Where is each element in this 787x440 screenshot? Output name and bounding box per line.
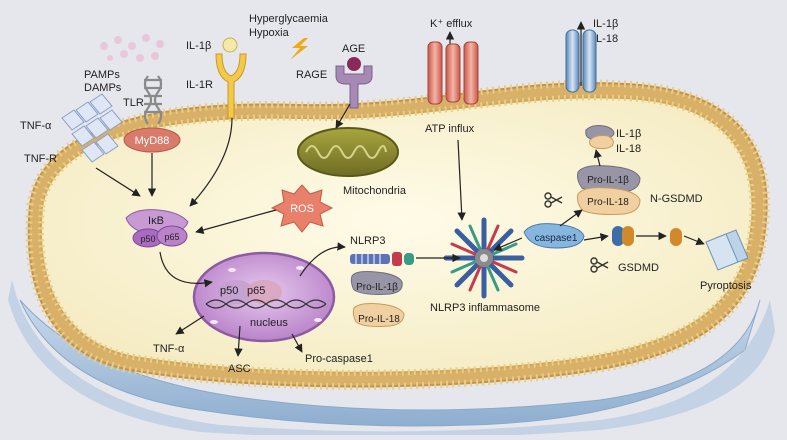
caspase1-protein <box>523 223 585 249</box>
pro-il1b-mid-label: Pro-IL-1β <box>356 282 398 293</box>
il1b-top-label: IL-1β <box>186 40 211 52</box>
dna-helix <box>205 299 327 309</box>
ikb-nfkb-complex <box>125 209 189 248</box>
pamps-particles <box>100 34 164 62</box>
pathway-arrows <box>95 103 705 357</box>
scissors-icon <box>590 257 609 273</box>
age-ligand <box>347 57 361 71</box>
ros-label: ROS <box>290 203 314 215</box>
n-gsdmd-protein <box>670 228 682 246</box>
mitochondria-organelle <box>297 127 399 177</box>
tnfr-receptor-icon <box>61 93 123 163</box>
mitochondria-label: Mitochondria <box>343 185 407 197</box>
il18-in-label: IL-18 <box>616 143 641 155</box>
p50-label: p50 <box>220 285 238 297</box>
il1b-out-label: IL-1β <box>593 18 618 30</box>
gsdmd-protein <box>612 226 634 246</box>
tlr-receptor-icon <box>143 75 163 125</box>
il1b-ligand <box>222 37 238 53</box>
p65-label: p65 <box>247 285 265 297</box>
rage-label: RAGE <box>296 69 327 81</box>
pro-il1b-mid-shape <box>350 271 403 295</box>
p50-small-label: p50 <box>140 234 155 244</box>
gsdmd-pore-channel-icon <box>565 29 597 93</box>
ikb-label: IκB <box>148 215 164 227</box>
tnfa-out-label: TNF-α <box>153 343 185 355</box>
k-channel-icon <box>427 41 479 105</box>
damps-label: DAMPs <box>84 82 122 94</box>
myd88-label: MyD88 <box>135 135 170 147</box>
nlrp3-inflammasome-complex <box>443 217 525 299</box>
caspase1-label: caspase1 <box>535 233 578 244</box>
ros-burst <box>270 184 334 233</box>
tissue-layer <box>19 299 761 427</box>
nlrp3-protein <box>350 252 414 266</box>
pamps-label: PAMPs <box>84 69 120 81</box>
n-gsdmd-label: N-GSDMD <box>650 193 703 205</box>
pro-il1b-right-label: Pro-IL-1β <box>587 175 629 186</box>
pro-il18-right-label: Pro-IL-18 <box>587 197 629 208</box>
myd88-protein <box>123 127 181 153</box>
age-label: AGE <box>342 43 365 55</box>
tnfr-label: TNF-R <box>24 153 57 165</box>
il1r-label: IL-1R <box>186 79 213 91</box>
rage-receptor-icon <box>335 65 373 109</box>
pro-il18-right-shape <box>577 187 641 215</box>
il18-out-label: IL-18 <box>593 33 618 45</box>
p65-small-label: p65 <box>164 232 179 242</box>
gsdmd-label: GSDMD <box>618 262 659 274</box>
pro-il1b-right-shape <box>577 165 641 193</box>
nlrp3-inflammasome-label: NLRP3 inflammasome <box>430 302 540 314</box>
pyroptosis-label: Pyroptosis <box>700 280 752 292</box>
il1b-in-label: IL-1β <box>616 128 641 140</box>
il1r-receptor-icon <box>215 53 247 119</box>
k-efflux-label: K⁺ efflux <box>430 18 473 30</box>
nucleus-label: nucleus <box>250 317 288 329</box>
atp-influx-label: ATP influx <box>425 123 475 135</box>
lightning-icon <box>290 38 308 60</box>
tlr-label: TLR <box>123 97 144 109</box>
nlrp3-label: NLRP3 <box>350 235 385 247</box>
il18-mature-shape <box>589 135 614 150</box>
asc-label: ASC <box>228 363 251 375</box>
tnfa-top-label: TNF-α <box>20 120 52 132</box>
scissors-icon <box>544 192 563 208</box>
pyroptosis-pore-icon <box>705 229 749 271</box>
pro-il18-mid-label: Pro-IL-18 <box>358 314 400 325</box>
hypoxia-label: Hypoxia <box>249 27 290 39</box>
pro-il18-mid-shape <box>352 303 405 327</box>
hyperglycaemia-label: Hyperglycaemia <box>249 13 329 25</box>
pro-caspase1-label: Pro-caspase1 <box>305 353 373 365</box>
